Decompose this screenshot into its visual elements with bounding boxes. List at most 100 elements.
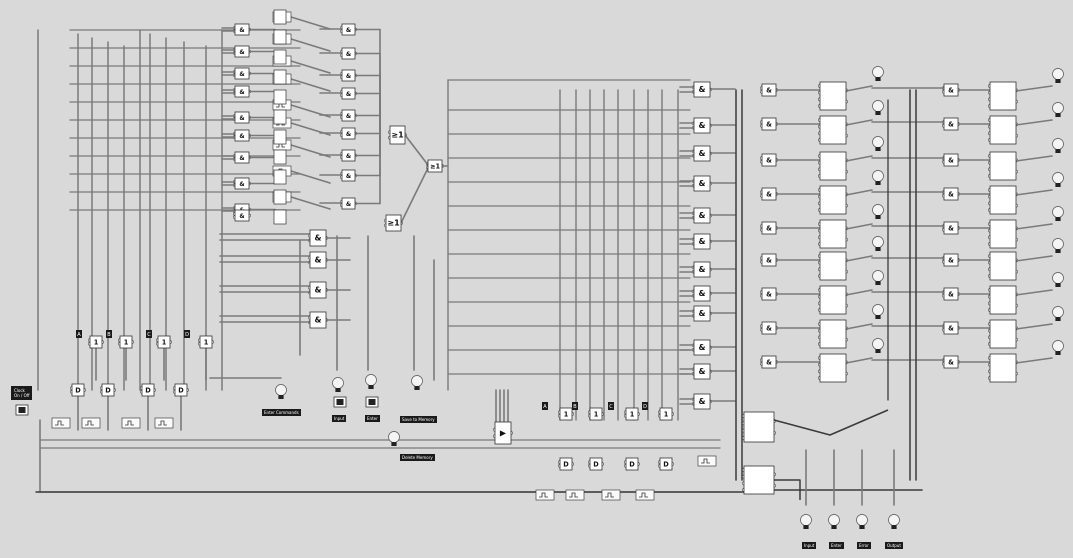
gate-symbol: & <box>948 257 954 265</box>
tag-text: C <box>609 404 613 410</box>
gate-body <box>761 187 777 201</box>
lamp-bulb <box>1052 272 1064 284</box>
module-wave <box>605 492 614 498</box>
and-gate-right: & <box>761 355 777 369</box>
gate-symbol: D <box>563 461 569 469</box>
output-lamp <box>872 100 884 115</box>
gate-symbol: & <box>699 85 706 94</box>
gate-body <box>693 233 711 250</box>
wire <box>845 189 873 196</box>
gate-body <box>341 197 356 210</box>
output-lamp <box>872 338 884 353</box>
gate-symbol: & <box>699 309 706 318</box>
gate-symbol: & <box>948 325 954 333</box>
and-gate-right: & <box>761 117 777 131</box>
tag-body <box>542 402 548 410</box>
output-lamp2 <box>1052 138 1064 153</box>
d-latch: D <box>141 383 155 397</box>
output-register <box>819 251 847 281</box>
gate-symbol: & <box>948 191 954 199</box>
lamp-label-enter-commands: Enter Commands <box>262 409 301 416</box>
gate-body <box>943 187 959 201</box>
gate-body <box>589 457 603 471</box>
and-gate-decoder: & <box>693 285 711 302</box>
input-tag: D <box>184 330 190 338</box>
clock-divider <box>51 417 71 429</box>
gate-symbol: & <box>699 397 706 406</box>
gate-body <box>234 177 250 190</box>
lamp-label-delete-memory: Delete Memory <box>400 454 435 461</box>
tag-body <box>572 402 578 410</box>
gate-symbol: & <box>699 367 706 376</box>
d-latch: D <box>174 383 188 397</box>
input-tag: D <box>642 402 648 410</box>
gate-body <box>234 111 250 124</box>
gate-layer: &&&&&&&&&&&&&&&&&&&≥1≥1≥1&&&&1111ABCDDDD… <box>15 9 1064 529</box>
gate-body <box>141 383 155 397</box>
tag-body <box>146 330 152 338</box>
and-gate-left: & <box>234 177 250 190</box>
gate-symbol: & <box>699 149 706 158</box>
output-register <box>819 185 847 215</box>
gate-body <box>761 221 777 235</box>
flip-flop-body <box>989 319 1017 349</box>
gate-body <box>199 335 213 349</box>
and-gate-right2: & <box>943 221 959 235</box>
gate-body <box>761 153 777 167</box>
output-register2 <box>989 251 1017 281</box>
and-gate-decoder: & <box>693 339 711 356</box>
wire <box>1015 155 1053 162</box>
gate-symbol: & <box>699 343 706 352</box>
gate-symbol: & <box>239 115 245 122</box>
gate-symbol: & <box>948 359 954 367</box>
lamp-label-bottom-input: Input <box>802 542 817 549</box>
and-gate-left: & <box>234 129 250 142</box>
and-gate-right2: & <box>943 83 959 97</box>
gate-body <box>761 117 777 131</box>
gate-body <box>309 281 327 299</box>
gate-body <box>693 207 711 224</box>
flip-flop-body <box>743 411 775 443</box>
gate-symbol: & <box>346 73 352 80</box>
gate-symbol: & <box>699 237 706 246</box>
and-gate-right2: & <box>943 287 959 301</box>
gate-symbol: & <box>315 316 322 325</box>
and-gate-decoder: & <box>693 233 711 250</box>
memory-register <box>273 89 287 105</box>
tag-text: B <box>107 332 111 338</box>
gate-symbol: 1 <box>564 411 569 419</box>
gate-body <box>943 221 959 235</box>
and-gate-mid: & <box>341 109 356 122</box>
output-register <box>819 115 847 145</box>
gate-symbol: & <box>948 291 954 299</box>
module-wave <box>55 420 64 426</box>
and-gate-right2: & <box>943 187 959 201</box>
module-wave <box>569 492 578 498</box>
input-tag: A <box>542 402 548 410</box>
gate-body <box>309 251 327 269</box>
lamp-bulb <box>1052 172 1064 184</box>
wire <box>290 38 331 52</box>
gate-body <box>943 153 959 167</box>
not-gate: 1 <box>157 335 171 349</box>
gate-symbol: & <box>346 27 352 34</box>
gate-symbol: & <box>239 155 245 162</box>
memory-register <box>273 149 287 165</box>
gate-body <box>234 209 250 222</box>
gate-body <box>309 311 327 329</box>
lamp-base <box>875 77 881 81</box>
gate-body <box>693 305 711 322</box>
gate-body <box>943 253 959 267</box>
and-gate-right: & <box>761 287 777 301</box>
flip-flop-body <box>989 81 1017 111</box>
gate-body <box>761 321 777 335</box>
lamp-bulb <box>828 514 840 526</box>
clock-divider-mid <box>565 489 585 501</box>
tag-text: A <box>543 404 547 410</box>
gate-symbol: & <box>239 89 245 96</box>
gate-body <box>761 83 777 97</box>
gate-body <box>234 85 250 98</box>
wire <box>773 409 889 436</box>
gate-symbol: ▶ <box>500 429 507 438</box>
flip-flop-body <box>819 219 847 249</box>
